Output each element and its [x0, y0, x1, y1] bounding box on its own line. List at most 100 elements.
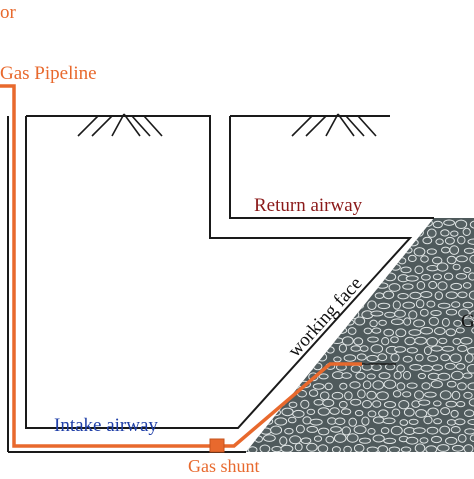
goaf-stone	[307, 443, 318, 451]
goaf-stone	[427, 249, 436, 254]
goaf-stone	[416, 410, 427, 418]
goaf-stone	[242, 382, 252, 390]
goaf-stone	[318, 266, 329, 271]
goaf-stone	[429, 317, 438, 325]
goaf-stone	[458, 236, 465, 244]
goaf-stone	[442, 346, 454, 351]
goaf-stone	[435, 292, 442, 300]
goaf-stone	[332, 447, 340, 453]
goaf-stone	[428, 408, 439, 416]
goaf-stone	[364, 328, 372, 334]
goaf-stone	[385, 220, 396, 227]
goaf-stone	[326, 436, 334, 443]
goaf-stone	[275, 257, 284, 262]
goaf-stone	[403, 284, 413, 289]
gas-shunt-label: Gas shunt	[188, 456, 260, 474]
goaf-stone	[339, 401, 347, 408]
goaf-stone	[256, 310, 263, 317]
goaf-stone	[363, 401, 372, 408]
goaf-stone	[278, 327, 290, 335]
goaf-stone	[333, 230, 341, 238]
goaf-stone	[253, 294, 262, 300]
goaf-stone	[248, 319, 260, 326]
goaf-stone	[404, 318, 411, 325]
goaf-stone	[456, 274, 466, 280]
goaf-stone	[368, 411, 376, 417]
goaf-stone	[290, 308, 298, 316]
goaf-stone	[467, 365, 474, 374]
goaf-stone	[310, 419, 322, 425]
goaf-stone	[388, 238, 395, 244]
goaf-stone	[350, 219, 358, 227]
goaf-stone	[438, 445, 450, 452]
goaf-stone	[389, 284, 400, 292]
goaf-stone	[318, 408, 329, 416]
goaf-stone	[355, 231, 366, 237]
goaf-stone	[368, 228, 376, 235]
goaf-stone	[311, 221, 323, 227]
goaf-stone	[391, 264, 401, 270]
goaf-stone	[289, 291, 299, 298]
goaf-stone	[427, 338, 438, 347]
goaf-stone	[282, 408, 293, 416]
goaf-stone	[397, 383, 405, 390]
goaf-stone	[433, 365, 443, 371]
goaf-stone	[316, 276, 324, 282]
goaf-stone	[313, 384, 324, 390]
goaf-stone	[426, 446, 437, 453]
goaf-stone	[414, 248, 425, 256]
goaf-stone	[363, 381, 371, 389]
goaf-stone	[252, 257, 262, 263]
goaf-stone	[331, 247, 340, 253]
goaf-stone	[427, 427, 438, 434]
goaf-stone	[385, 312, 395, 317]
goaf-stone	[445, 363, 455, 369]
goaf-stone	[343, 229, 350, 234]
goaf-stone	[392, 409, 400, 416]
goaf-stone	[261, 428, 271, 434]
goaf-stone	[357, 264, 366, 272]
goaf-stone	[444, 273, 452, 280]
goaf-stone	[278, 219, 287, 225]
goaf-stone	[415, 266, 423, 274]
goaf-stone	[373, 239, 382, 244]
goaf-stone	[297, 372, 305, 379]
goaf-stone	[468, 383, 474, 390]
goaf-stone	[372, 328, 381, 333]
goaf-stone	[351, 365, 361, 372]
goaf-stone	[311, 254, 322, 263]
goaf-stone	[440, 426, 450, 434]
goaf-stone	[406, 276, 418, 281]
goaf-stone	[384, 438, 396, 443]
goaf-stone	[433, 221, 442, 228]
goaf-stone	[470, 255, 474, 263]
goaf-stone	[455, 419, 465, 425]
goaf-stone	[444, 220, 455, 225]
goaf-stone	[372, 222, 381, 228]
goaf-stone	[285, 247, 293, 254]
goaf-stone	[310, 247, 317, 253]
goaf-stone	[257, 335, 268, 343]
goaf-stone	[378, 229, 386, 235]
goaf-stone	[362, 219, 369, 227]
goaf-stone	[398, 294, 408, 299]
goaf-stone	[271, 282, 283, 289]
goaf-stone	[262, 301, 270, 306]
goaf-stone	[420, 309, 428, 316]
goaf-stone	[450, 246, 459, 255]
goaf-stone	[290, 436, 301, 444]
goaf-stone	[302, 294, 310, 300]
goaf-stone	[409, 419, 418, 424]
goaf-stone	[305, 230, 316, 236]
goaf-stone	[320, 392, 329, 400]
goaf-stone	[384, 291, 394, 299]
goaf-stone	[408, 255, 416, 261]
goaf-stone	[301, 400, 309, 408]
goaf-stone	[289, 402, 297, 407]
goaf-stone	[382, 338, 389, 345]
goaf-stone	[331, 427, 342, 433]
goaf-stone	[318, 247, 328, 255]
goaf-stone	[300, 256, 312, 264]
goaf-stone	[242, 221, 250, 227]
goaf-stone	[336, 222, 345, 228]
